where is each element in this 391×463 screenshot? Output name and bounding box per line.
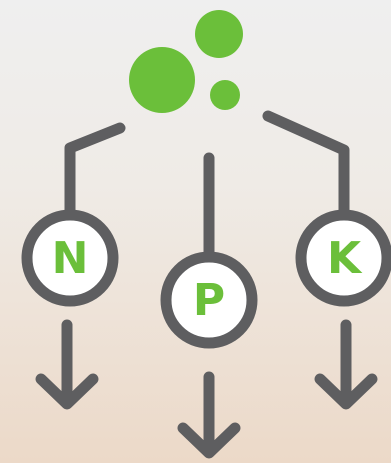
medium-green-dot [195, 10, 243, 58]
k-down-arrow-icon [314, 319, 378, 410]
node-n: N [21, 209, 119, 307]
n-down-arrow-icon [35, 319, 99, 410]
n-connector-line [64, 122, 126, 221]
node-k-label: K [327, 233, 363, 284]
node-n-label: N [52, 233, 89, 284]
k-connector-line [262, 110, 350, 221]
p-down-arrow-icon [177, 371, 241, 459]
small-green-dot [210, 80, 240, 110]
large-green-dot [129, 47, 195, 113]
node-p-label: P [193, 275, 225, 326]
node-p: P [160, 251, 258, 349]
node-k: K [295, 209, 391, 307]
